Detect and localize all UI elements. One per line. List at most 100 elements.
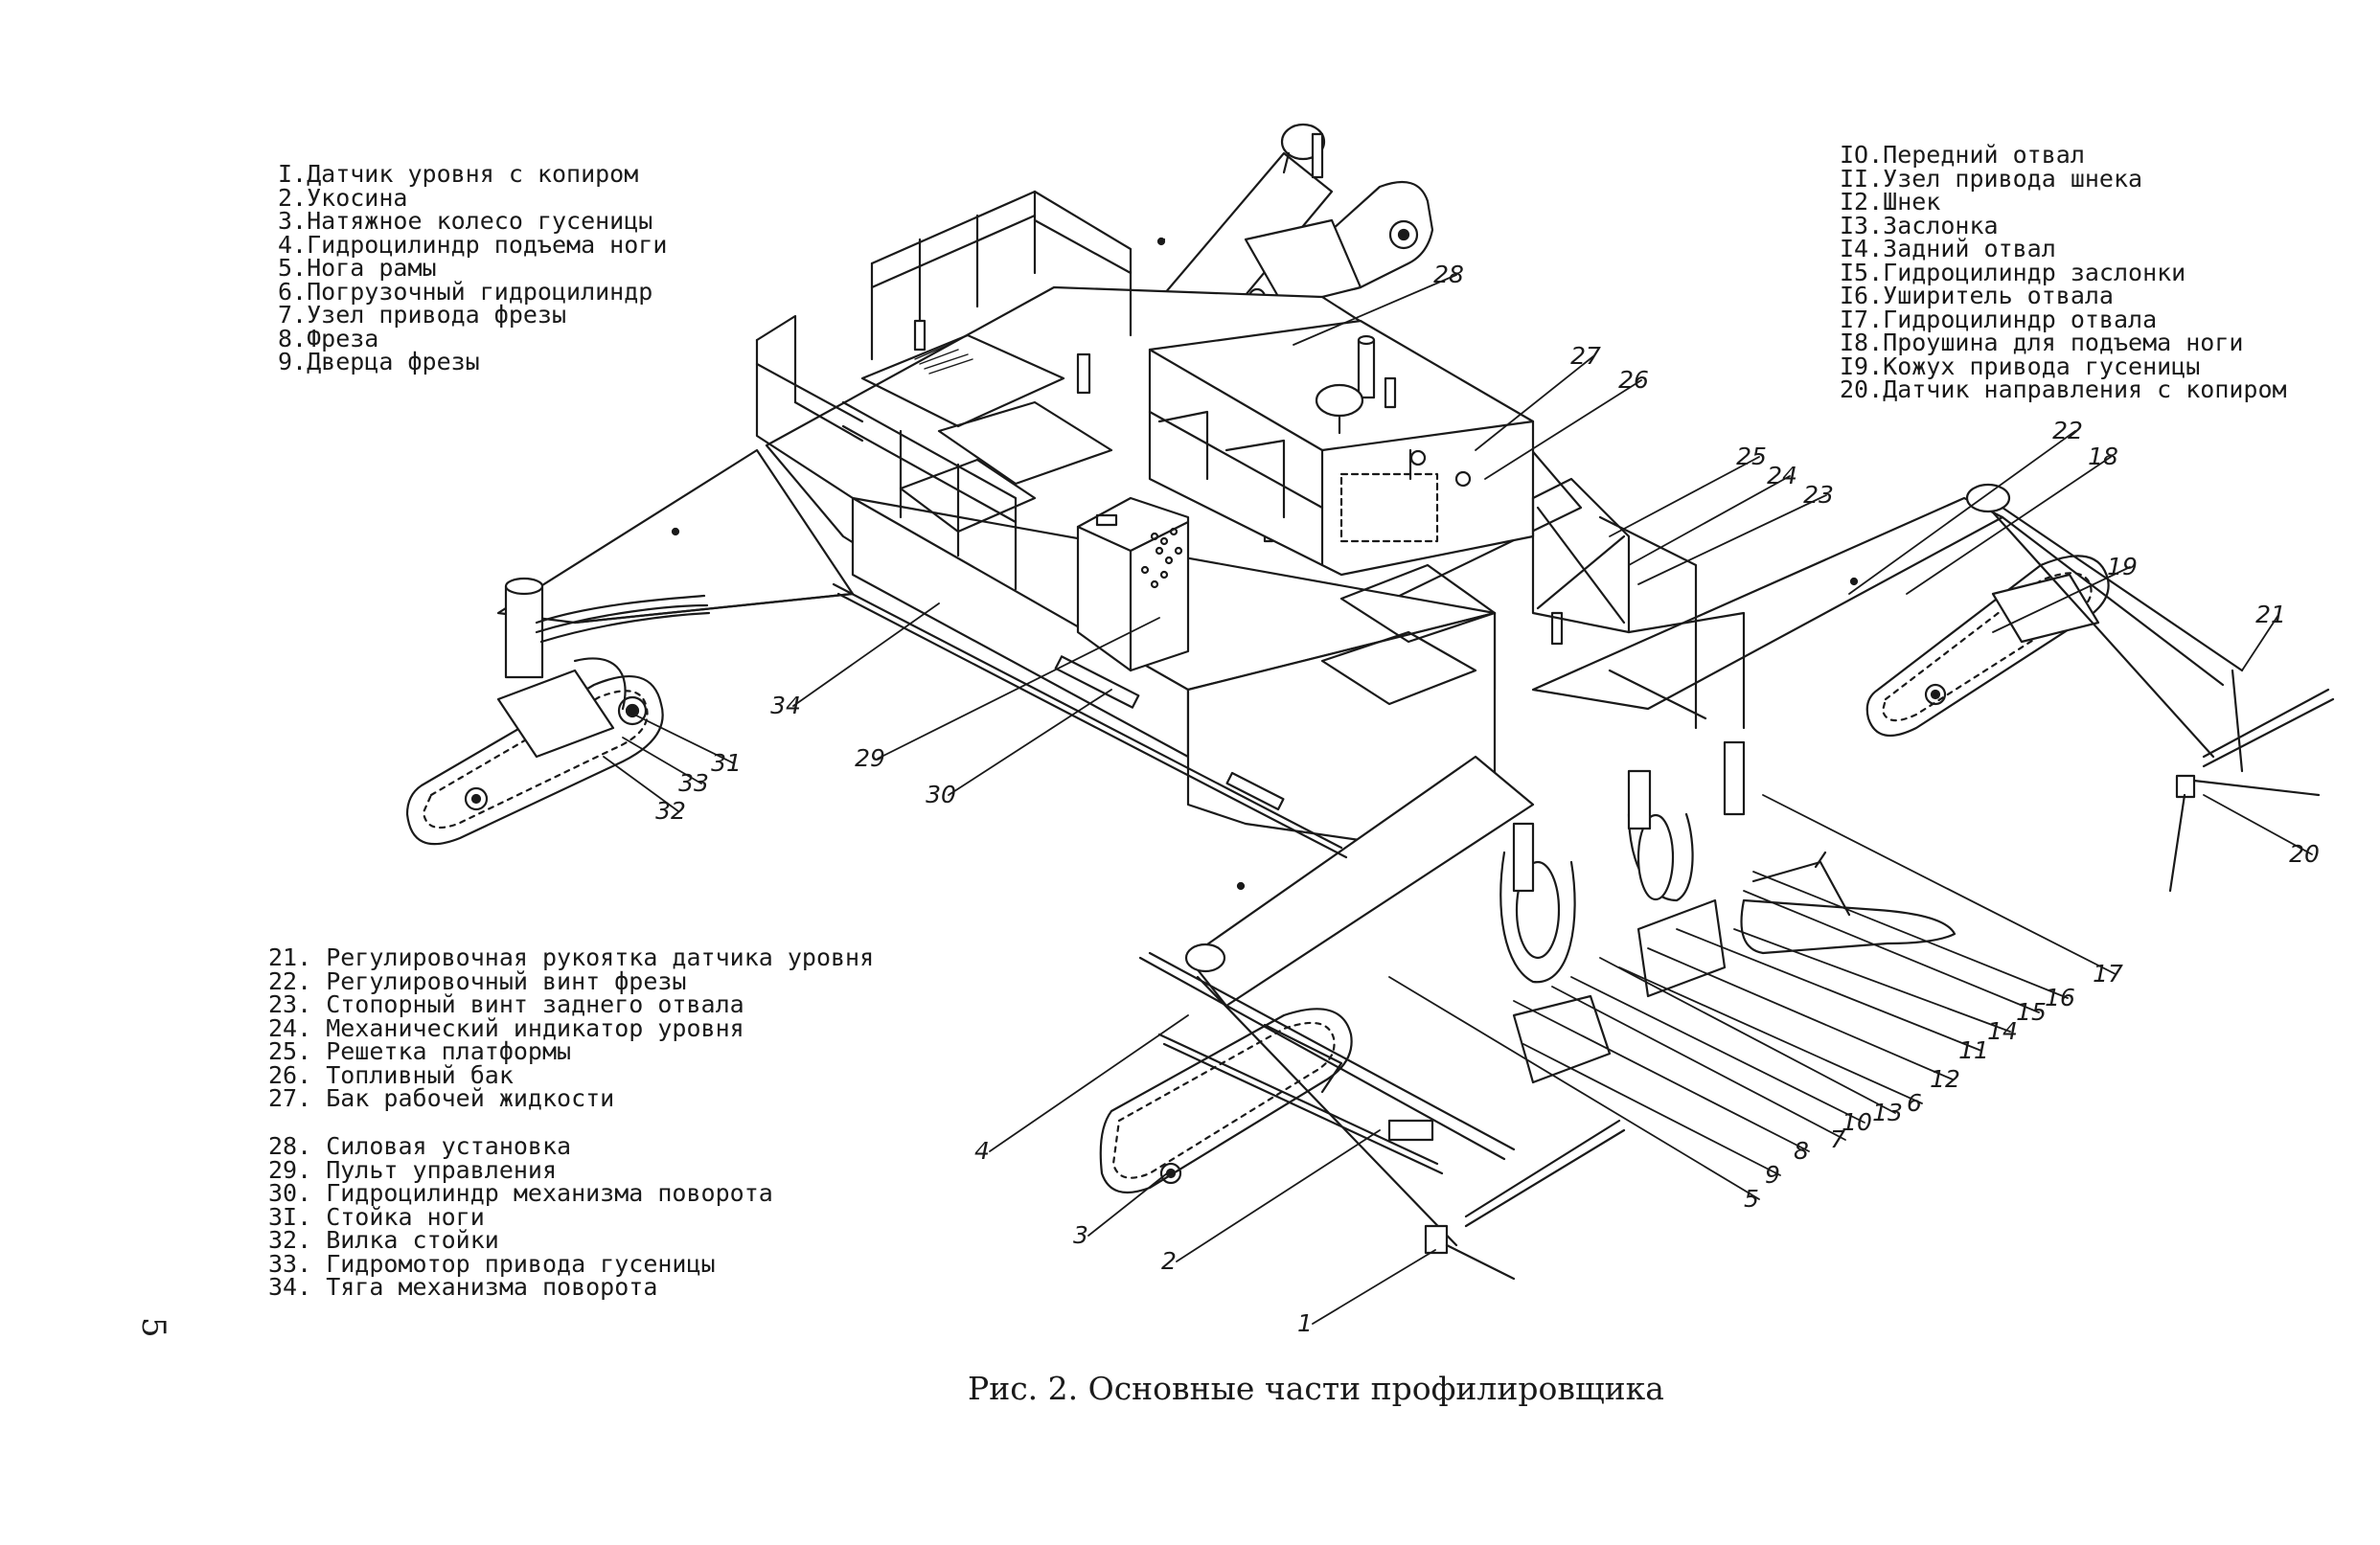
- figure-caption: Рис. 2. Основные части профилировщика: [968, 1370, 1664, 1407]
- callout-leader-33: [622, 737, 702, 784]
- callout-number-30: 30: [926, 781, 956, 808]
- legend-item: I8.Проушина для подъема ноги: [1840, 329, 2244, 356]
- callout-leader-31: [631, 713, 735, 764]
- callout-leader-2: [1176, 1129, 1381, 1262]
- callout-number-6: 6: [1907, 1089, 1922, 1117]
- callout-leader-24: [1628, 475, 1791, 566]
- legend-item: I9.Кожух привода гусеницы: [1840, 352, 2201, 380]
- callout-number-16: 16: [2045, 984, 2075, 1011]
- callout-number-29: 29: [855, 744, 885, 772]
- control-panel: [1076, 496, 1190, 672]
- callout-number-10: 10: [1842, 1108, 1872, 1136]
- legend-item: I7.Гидроцилиндр отвала: [1840, 305, 2158, 333]
- legend-item: 3I. Стойка ноги: [268, 1202, 485, 1231]
- callout-leader-27: [1475, 355, 1594, 451]
- callout-leader-25: [1609, 456, 1760, 537]
- callout-number-5: 5: [1744, 1185, 1759, 1213]
- callout-leader-26: [1484, 379, 1642, 480]
- callout-number-4: 4: [974, 1137, 990, 1165]
- legend-item: 7.Узел привода фрезы: [278, 301, 567, 329]
- callout-number-32: 32: [655, 797, 686, 825]
- legend-item: 8.Фреза: [278, 324, 379, 352]
- callout-leader-34: [792, 602, 940, 707]
- legend-item: 5.Нога рамы: [278, 254, 437, 282]
- callout-leader-12: [1647, 947, 1954, 1080]
- callout-number-14: 14: [1987, 1017, 2018, 1045]
- legend-item: 23. Стопорный винт заднего отвала: [268, 990, 744, 1018]
- callout-number-2: 2: [1161, 1247, 1177, 1275]
- legend-item: 28. Силовая установка: [268, 1132, 572, 1160]
- callout-leaders: [603, 274, 2313, 1325]
- page-number: 5: [134, 1317, 172, 1338]
- callout-leader-5: [1388, 976, 1760, 1200]
- legend-item: 27. Бак рабочей жидкости: [268, 1084, 615, 1112]
- legend-item: II.Узел привода шнека: [1840, 164, 2143, 193]
- callout-number-17: 17: [2093, 960, 2123, 988]
- callout-leader-23: [1637, 494, 1827, 585]
- legend-item: 20.Датчик направления с копиром: [1840, 375, 2287, 403]
- callout-number-24: 24: [1767, 462, 1797, 489]
- legend-item: 22. Регулировочный винт фрезы: [268, 966, 687, 995]
- right-rear-leg: [1531, 483, 2335, 893]
- legend-item: 29. Пульт управления: [268, 1155, 558, 1184]
- legend-item: 30. Гидроцилиндр механизма поворота: [268, 1179, 773, 1207]
- callout-number-28: 28: [1433, 261, 1464, 288]
- callout-leader-13: [1599, 957, 1896, 1114]
- legend-item: 25. Решетка платформы: [268, 1037, 572, 1065]
- callout-number-1: 1: [1297, 1309, 1313, 1337]
- callout-number-25: 25: [1736, 443, 1767, 470]
- callout-leader-30: [948, 689, 1112, 796]
- front-track: [1099, 1008, 1353, 1194]
- callout-number-34: 34: [770, 692, 801, 719]
- power-unit: [1148, 319, 1535, 577]
- callout-leader-1: [1312, 1249, 1436, 1325]
- callout-leader-10: [1570, 976, 1865, 1124]
- callout-number-23: 23: [1803, 481, 1834, 509]
- legend-item: 33. Гидромотор привода гусеницы: [268, 1249, 716, 1278]
- legend-item: I.Датчик уровня с копиром: [278, 160, 639, 188]
- legend-item: 2.Укосина: [278, 183, 408, 212]
- callout-leader-19: [1992, 566, 2131, 633]
- callout-leader-21: [2241, 614, 2279, 671]
- legend-item: 34. Тяга механизма поворота: [268, 1273, 658, 1301]
- callout-leader-16: [1752, 871, 2069, 999]
- callout-number-26: 26: [1618, 366, 1649, 394]
- callout-number-22: 22: [2052, 417, 2083, 444]
- legend-item: 24. Механический индикатор уровня: [268, 1013, 744, 1042]
- callout-number-7: 7: [1830, 1125, 1845, 1153]
- callout-leader-20: [2203, 794, 2313, 855]
- callout-leader-6: [1618, 966, 1923, 1104]
- callout-leader-32: [603, 756, 679, 812]
- callout-leader-9: [1522, 1043, 1781, 1176]
- callout-number-19: 19: [2107, 553, 2138, 580]
- legend-item: 26. Топливный бак: [268, 1060, 514, 1089]
- callout-number-20: 20: [2289, 840, 2320, 868]
- callout-number-15: 15: [2016, 998, 2047, 1026]
- callout-leader-14: [1733, 928, 2011, 1033]
- legend-item: 4.Гидроцилиндр подъема ноги: [278, 230, 668, 259]
- callout-number-27: 27: [1570, 342, 1601, 370]
- callout-leader-11: [1676, 928, 1982, 1052]
- legend-item: 32. Вилка стойки: [268, 1226, 499, 1254]
- legend-item: 6.Погрузочный гидроцилиндр: [278, 277, 653, 306]
- callout-number-33: 33: [678, 769, 709, 797]
- legend-item: I5.Гидроцилиндр заслонки: [1840, 258, 2186, 286]
- platform-grid-right: [1531, 477, 1746, 730]
- callout-number-8: 8: [1794, 1137, 1809, 1165]
- legend-item: 9.Дверца фрезы: [278, 348, 480, 375]
- legend-item: I6.Уширитель отвала: [1840, 282, 2114, 309]
- callout-leader-7: [1551, 986, 1846, 1141]
- callout-number-12: 12: [1930, 1065, 1960, 1093]
- legend-item: I3.Заслонка: [1840, 211, 1999, 239]
- callout-leader-8: [1513, 1000, 1810, 1152]
- callout-leader-3: [1087, 1172, 1168, 1237]
- callout-leader-18: [1906, 456, 2112, 595]
- legend-item: I2.Шнек: [1840, 188, 1941, 216]
- machine-sketch: [405, 123, 2335, 1325]
- callout-number-13: 13: [1872, 1099, 1903, 1126]
